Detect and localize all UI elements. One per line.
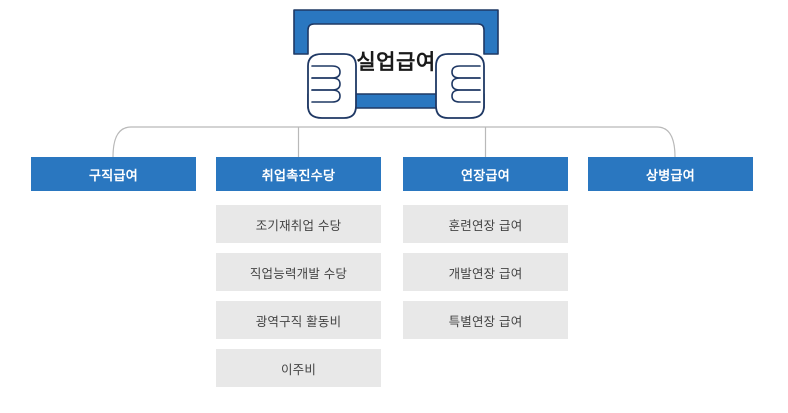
- branch-head-employment-promotion-allowance[interactable]: 취업촉진수당: [216, 157, 381, 191]
- branch-column-extended-benefit: 연장급여 훈련연장 급여 개발연장 급여 특별연장 급여: [403, 157, 568, 339]
- branch-column-job-seeking-benefit: 구직급여: [31, 157, 196, 205]
- sub-item-early-reemployment-allowance[interactable]: 조기재취업 수당: [216, 205, 381, 243]
- sub-item-training-extension-benefit[interactable]: 훈련연장 급여: [403, 205, 568, 243]
- sub-item-vocational-ability-development-allowance[interactable]: 직업능력개발 수당: [216, 253, 381, 291]
- branch-column-employment-promotion-allowance: 취업촉진수당 조기재취업 수당 직업능력개발 수당 광역구직 활동비 이주비: [216, 157, 381, 387]
- connector-lines: [112, 126, 676, 158]
- sub-item-special-extension-benefit[interactable]: 특별연장 급여: [403, 301, 568, 339]
- root-node-unemployment-benefit: 실업급여: [288, 8, 504, 122]
- sub-item-list: 훈련연장 급여 개발연장 급여 특별연장 급여: [403, 205, 568, 339]
- sub-item-development-extension-benefit[interactable]: 개발연장 급여: [403, 253, 568, 291]
- branch-head-injury-sickness-benefit[interactable]: 상병급여: [588, 157, 753, 191]
- branch-head-job-seeking-benefit[interactable]: 구직급여: [31, 157, 196, 191]
- sub-item-wide-area-job-search-activity-cost[interactable]: 광역구직 활동비: [216, 301, 381, 339]
- sub-item-list: 조기재취업 수당 직업능력개발 수당 광역구직 활동비 이주비: [216, 205, 381, 387]
- sub-item-relocation-cost[interactable]: 이주비: [216, 349, 381, 387]
- branch-column-injury-sickness-benefit: 상병급여: [588, 157, 753, 205]
- branch-head-extended-benefit[interactable]: 연장급여: [403, 157, 568, 191]
- hands-holding-banner-icon: [293, 9, 499, 119]
